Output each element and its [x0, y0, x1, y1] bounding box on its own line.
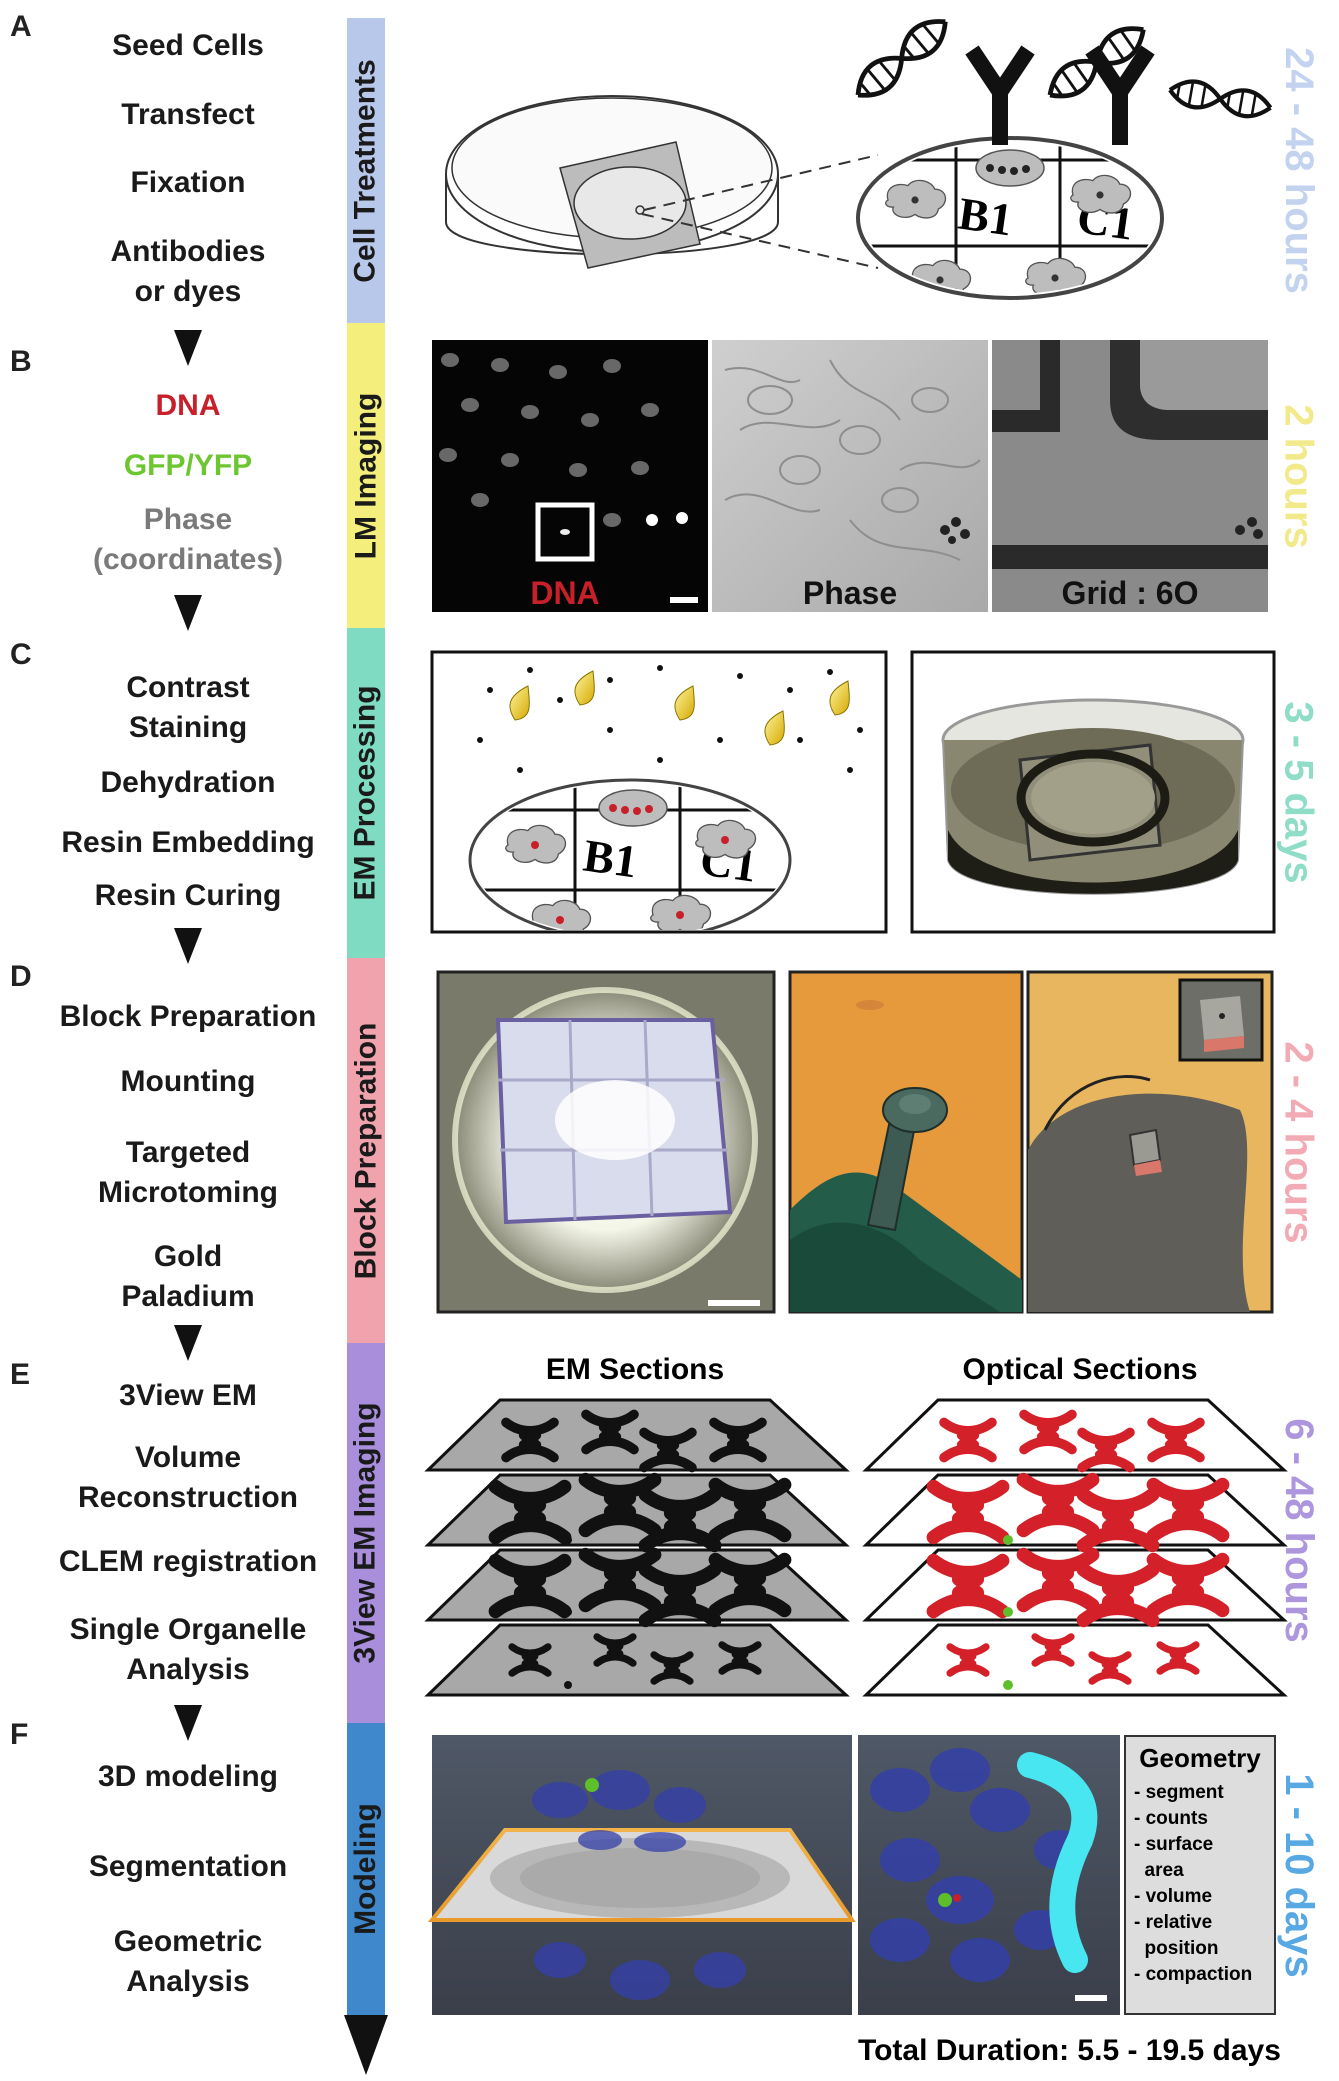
em-section-stack [424, 1398, 850, 1697]
step-geometric-analysis: Geometric Analysis [113, 1925, 263, 1998]
duration-f: 1 - 10 days [1276, 1772, 1321, 1978]
duration-c: 3 - 5 days [1276, 700, 1321, 884]
step-resin-embedding: Resin Embedding [61, 826, 315, 859]
panel-letter-d: D [10, 960, 32, 993]
trimmed-block-photo [1026, 970, 1274, 1314]
band-label-lm-imaging: LM Imaging [349, 392, 382, 559]
duration-e: 6 - 48 hours [1276, 1417, 1321, 1643]
svg-text:B1: B1 [955, 188, 1015, 246]
model-image-segment [858, 1735, 1120, 2015]
timeline-band-lm-imaging [347, 323, 385, 628]
reagent-icons [849, 11, 1273, 145]
svg-text:B1: B1 [580, 830, 640, 888]
duration-a: 24 - 48 hours [1276, 46, 1321, 294]
step-3view-em: 3View EM [119, 1379, 257, 1412]
lm-image-phase [712, 340, 988, 612]
geometry-item: - segment [1134, 1782, 1224, 1803]
step-3d-modeling: 3D modeling [97, 1760, 278, 1793]
panel-letter-c: C [10, 638, 32, 671]
step-dna: DNA [155, 389, 221, 422]
step-seed-cells: Seed Cells [112, 29, 264, 62]
geometry-title: Geometry [1139, 1743, 1261, 1773]
step-clem-registration: CLEM registration [58, 1545, 318, 1578]
panel-letter-e: E [10, 1358, 31, 1391]
arrow-down-b [174, 595, 202, 631]
geometry-item: - surface area [1134, 1834, 1214, 1881]
lm-label-phase: Phase [802, 575, 898, 611]
timeline-arrow-head [344, 2015, 388, 2075]
petri-dish [445, 95, 879, 269]
timeline-band-em-processing [347, 628, 385, 958]
model-image-slice [427, 1735, 856, 2015]
geometry-box: Geometry - segment - counts - surface ar… [1124, 1735, 1276, 2015]
arrow-down-a [174, 330, 202, 366]
optical-sections-title: Optical Sections [962, 1353, 1198, 1386]
resin-dish-photo [910, 650, 1276, 934]
lm-label-grid: Grid : 6O [1061, 575, 1199, 611]
duration-b: 2 hours [1276, 403, 1321, 549]
step-dehydration: Dehydration [100, 766, 276, 799]
mounted-block-photo [788, 970, 1024, 1314]
geometry-item: - compaction [1134, 1964, 1253, 1985]
geometry-item: - volume [1134, 1886, 1213, 1907]
duration-d: 2 - 4 hours [1276, 1040, 1321, 1244]
step-contrast-staining: Contrast Staining [126, 671, 250, 744]
step-gfp-yfp: GFP/YFP [123, 449, 253, 482]
arrow-down-d [174, 1325, 202, 1361]
band-label-em-processing: EM Processing [349, 685, 383, 901]
step-single-organelle: Single Organelle Analysis [69, 1613, 307, 1686]
step-volume-reconstruction: Volume Reconstruction [77, 1441, 299, 1514]
timeline-band-3view-em [347, 1343, 385, 1723]
step-resin-curing: Resin Curing [94, 879, 282, 912]
panel-letter-b: B [10, 345, 32, 378]
panel-letter-f: F [10, 1718, 29, 1751]
step-block-preparation: Block Preparation [59, 1000, 317, 1033]
geometry-item: - relative position [1134, 1912, 1219, 1959]
step-targeted-microtoming: Targeted Microtoming [98, 1136, 278, 1209]
step-fixation: Fixation [130, 166, 246, 199]
block-photo-top [436, 970, 776, 1314]
step-gold-paladium: Gold Paladium [121, 1240, 255, 1313]
lm-label-dna: DNA [530, 575, 600, 611]
geometry-item: - counts [1134, 1808, 1208, 1829]
band-label-3view-em: 3View EM Imaging [349, 1402, 382, 1664]
arrow-down-e [174, 1705, 202, 1741]
timeline-band-block-preparation [347, 958, 385, 1343]
band-label-modeling: Modeling [349, 1803, 382, 1935]
zoomed-grid-a: B1 C1 R [856, 136, 1164, 300]
total-duration: Total Duration: 5.5 - 19.5 days [858, 2034, 1281, 2067]
em-sections-title: EM Sections [545, 1353, 725, 1386]
step-antibodies: Antibodies or dyes [110, 235, 266, 308]
panel-letter-a: A [10, 10, 32, 43]
optical-section-stack [862, 1398, 1288, 1697]
step-transfect: Transfect [121, 98, 255, 131]
band-label-cell-treatments: Cell Treatments [349, 58, 383, 283]
arrow-down-c [174, 928, 202, 964]
em-processing-schematic: B1 C1 R [430, 650, 888, 934]
step-segmentation: Segmentation [88, 1850, 288, 1883]
step-phase: Phase (coordinates) [92, 503, 284, 576]
band-label-block-preparation: Block Preparation [349, 1022, 382, 1279]
timeline-band-modeling [347, 1723, 385, 2015]
step-mounting: Mounting [120, 1065, 256, 1098]
timeline-band-cell-treatments [347, 18, 385, 323]
lm-image-dna [432, 340, 708, 612]
lm-image-grid [992, 340, 1268, 612]
